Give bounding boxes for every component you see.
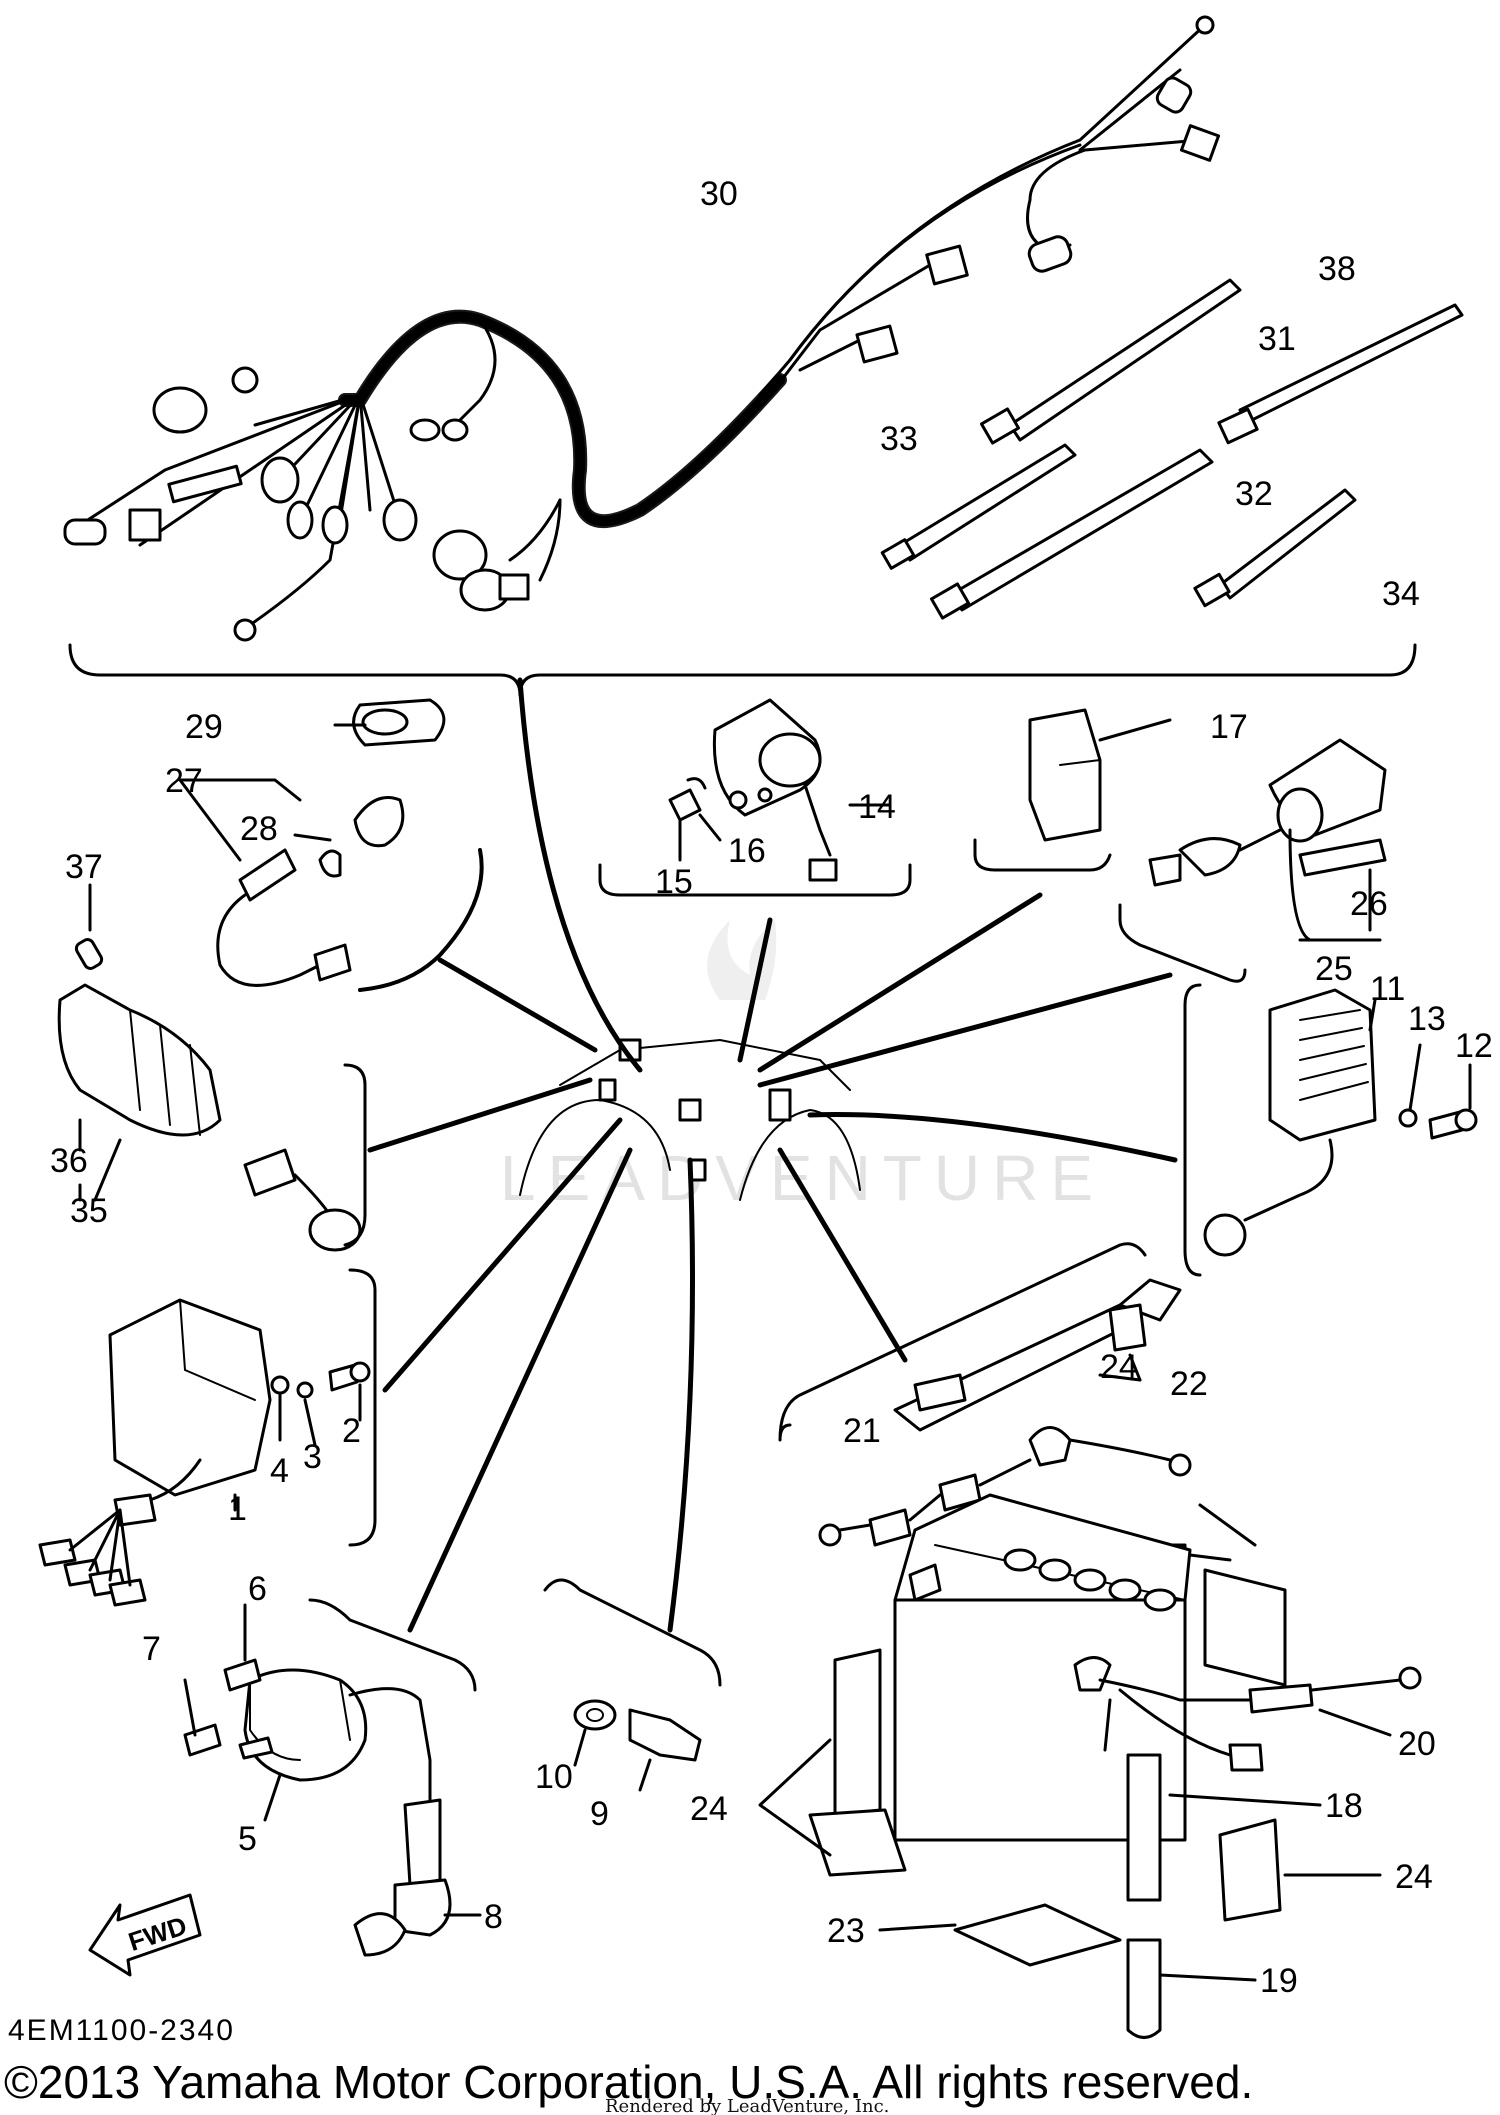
part-label-8: 8 — [484, 1898, 503, 1936]
part-number-labels: 1 2 3 4 5 6 7 8 9 10 11 12 13 14 15 16 1… — [50, 175, 1493, 2000]
ignition-coil-group — [183, 1598, 482, 1957]
part-label-9: 9 — [590, 1795, 609, 1833]
part-label-23: 23 — [827, 1912, 865, 1950]
part-label-14: 14 — [858, 788, 896, 826]
part-label-34: 34 — [1382, 575, 1420, 613]
part-label-28: 28 — [240, 810, 278, 848]
part-label-25: 25 — [1315, 950, 1353, 988]
vehicle-outline — [519, 1038, 861, 1201]
relay-cover-group — [973, 708, 1172, 872]
wire-harness — [63, 15, 1464, 697]
part-label-24-right: 24 — [1395, 1858, 1433, 1896]
copyright-notice: ©2013 Yamaha Motor Corporation, U.S.A. A… — [4, 2056, 1253, 2108]
part-label-7: 7 — [142, 1630, 161, 1668]
starter-relay-group — [598, 698, 912, 897]
part-label-38: 38 — [1318, 250, 1356, 288]
part-label-26: 26 — [1350, 885, 1388, 923]
part-label-4: 4 — [270, 1452, 289, 1490]
part-label-19: 19 — [1260, 1962, 1298, 2000]
main-switch-group — [57, 883, 367, 1252]
drawing-number: 4EM1100-2340 — [8, 2014, 235, 2047]
neutral-switch-group — [543, 1578, 722, 1792]
part-label-31: 31 — [1258, 320, 1296, 358]
part-label-10: 10 — [535, 1758, 573, 1796]
part-label-13: 13 — [1408, 1000, 1446, 1038]
part-label-6: 6 — [248, 1570, 267, 1608]
speed-sensor-group — [178, 698, 484, 992]
rendered-by-note: Rendered by LeadVenture, Inc. — [605, 2096, 889, 2115]
part-label-11: 11 — [1370, 970, 1405, 1008]
fwd-arrow: FWD — [88, 1893, 202, 1977]
part-label-22: 22 — [1170, 1365, 1208, 1403]
part-label-17: 17 — [1210, 708, 1248, 746]
rectifier-group — [1183, 983, 1478, 1277]
part-label-2: 2 — [342, 1412, 361, 1450]
part-label-21: 21 — [843, 1412, 881, 1450]
part-label-24-top: 24 — [1100, 1348, 1138, 1386]
part-label-20: 20 — [1398, 1725, 1436, 1763]
part-label-15: 15 — [655, 863, 693, 901]
cdi-unit-group — [38, 1268, 377, 1607]
flasher-group — [1118, 738, 1387, 983]
part-label-35: 35 — [70, 1192, 108, 1230]
part-label-18: 18 — [1325, 1787, 1363, 1825]
part-label-24-left: 24 — [690, 1790, 728, 1828]
part-label-30: 30 — [700, 175, 738, 213]
part-label-5: 5 — [238, 1820, 257, 1858]
part-label-36: 36 — [50, 1142, 88, 1180]
part-label-16: 16 — [728, 832, 766, 870]
battery-group — [758, 1242, 1422, 2039]
part-label-27: 27 — [165, 762, 203, 800]
part-label-1: 1 — [228, 1490, 247, 1528]
leader-lines — [367, 677, 1178, 1633]
part-label-29: 29 — [185, 708, 223, 746]
part-label-37: 37 — [65, 848, 103, 886]
part-label-12: 12 — [1455, 1027, 1493, 1065]
part-label-33: 33 — [880, 420, 918, 458]
part-label-3: 3 — [303, 1438, 322, 1476]
part-label-32: 32 — [1235, 475, 1273, 513]
